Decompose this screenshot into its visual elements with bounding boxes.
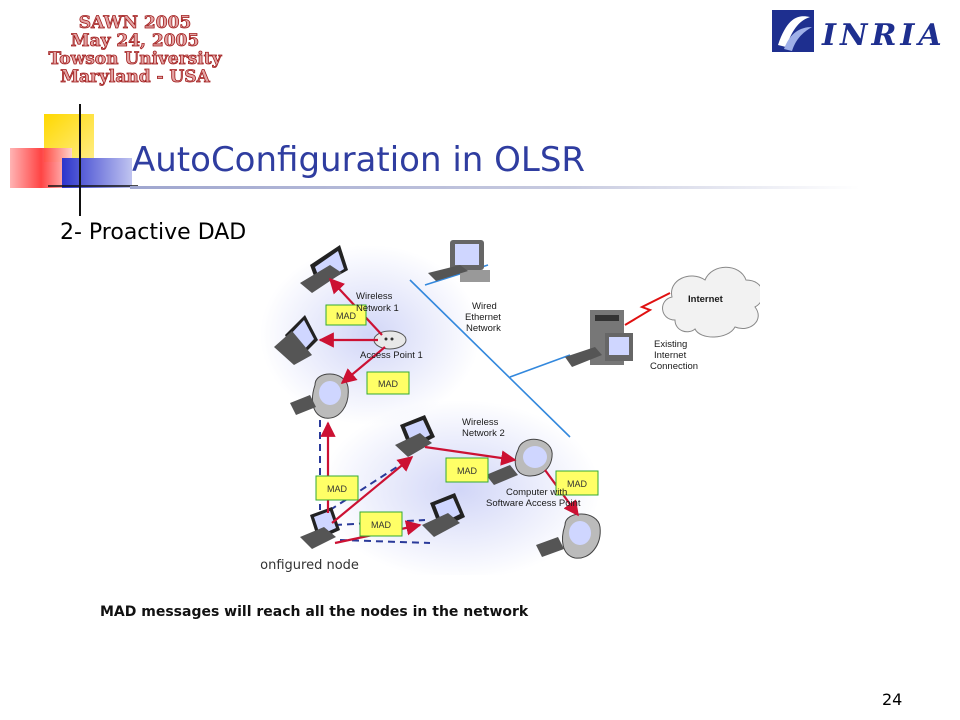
mad-box-2: MAD [366, 371, 410, 395]
svg-text:MAD: MAD [567, 479, 588, 489]
conference-line-4: Maryland - USA [60, 67, 210, 87]
software-access-point-label-line-1: Computer with [506, 487, 567, 498]
internet-cloud [662, 266, 760, 338]
desktop-computer-top [428, 240, 490, 282]
laptop-wireless-2 [395, 415, 435, 457]
software-access-point-computer [486, 438, 553, 485]
mad-box-5: MAD [555, 470, 599, 496]
svg-text:MAD: MAD [371, 520, 392, 530]
imac-left [290, 373, 349, 419]
wired-network-label-line-2: Ethernet [465, 312, 501, 323]
laptop-middle-left [274, 315, 318, 365]
access-point-device [373, 330, 407, 350]
wired-network-label-line-3: Network [466, 323, 501, 334]
wireless-network-2-label-line-2: Network 2 [462, 428, 505, 439]
svg-text:MAD: MAD [457, 466, 478, 476]
mad-box-3: MAD [445, 457, 489, 483]
mad-box-1: MAD [325, 304, 367, 326]
slide-title: AutoConfiguration in OLSR [132, 140, 586, 180]
mad-box-6: MAD [359, 511, 403, 537]
access-point-1-label: Access Point 1 [360, 350, 423, 361]
network-diagram: MAD MAD MAD MAD MAD MAD Wireless Network… [260, 240, 760, 575]
existing-connection-label-line-3: Connection [650, 361, 698, 372]
server-tower [565, 310, 633, 367]
inria-wordmark: INRIA [821, 18, 945, 53]
diagram-caption: MAD messages will reach all the nodes in… [100, 604, 529, 620]
title-underline [130, 186, 860, 189]
wired-network-label-line-1: Wired [472, 301, 497, 312]
conference-logo: SAWN 2005 May 24, 2005 Towson University… [48, 13, 223, 88]
conference-line-1: SAWN 2005 [79, 13, 191, 33]
decorative-squares [10, 104, 138, 216]
imac-bottom-right [536, 513, 601, 559]
inria-logo: INRIA [772, 10, 945, 53]
internet-label: Internet [688, 294, 724, 305]
wireless-network-1-label-line-1: Wireless [356, 291, 393, 302]
internet-link [624, 292, 671, 326]
svg-text:MAD: MAD [336, 311, 357, 321]
existing-connection-label-line-1: Existing [654, 339, 687, 350]
configured-node-laptop [300, 507, 340, 549]
conference-line-3: Towson University [49, 49, 223, 69]
page-number: 24 [882, 690, 903, 709]
wireless-network-2-label-line-1: Wireless [462, 417, 499, 428]
laptop-bottom-middle [422, 493, 465, 537]
svg-text:MAD: MAD [378, 379, 399, 389]
laptop-top [300, 245, 348, 293]
wireless-network-1-label-line-2: Network 1 [356, 303, 399, 314]
configured-node-label: A configured node [260, 558, 359, 573]
conference-line-2: May 24, 2005 [71, 31, 199, 51]
software-access-point-label-line-2: Software Access Point [486, 498, 581, 509]
mad-box-4: MAD [315, 475, 359, 501]
svg-text:MAD: MAD [327, 484, 348, 494]
existing-connection-label-line-2: Internet [654, 350, 687, 361]
slide-subtitle: 2- Proactive DAD [60, 220, 247, 245]
